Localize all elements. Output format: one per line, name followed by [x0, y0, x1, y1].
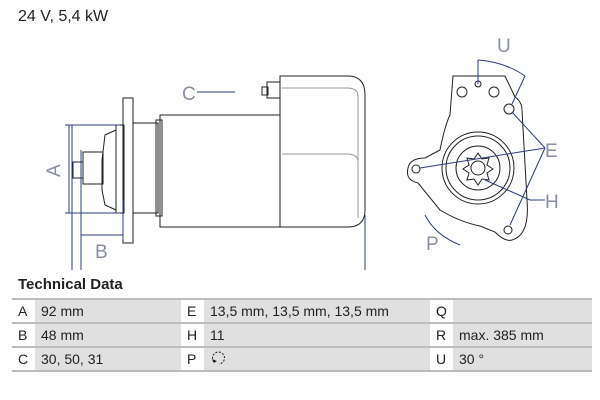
spec-value: max. 385 mm	[453, 322, 592, 348]
starter-motor-drawing: A B C R U E H P	[44, 36, 559, 270]
spec-value: 13,5 mm, 13,5 mm, 13,5 mm	[204, 298, 430, 324]
spec-key: H	[181, 322, 204, 348]
spec-key: P	[181, 346, 204, 372]
spec-key: B	[12, 322, 35, 348]
label-c: C	[182, 84, 196, 105]
label-r: R	[211, 269, 225, 270]
label-e: E	[545, 141, 558, 162]
spec-value: 11	[204, 322, 430, 348]
label-a: A	[44, 164, 65, 177]
technical-data-heading: Technical Data	[18, 276, 123, 293]
front-view	[407, 75, 528, 241]
spec-value: 48 mm	[35, 322, 181, 348]
rotation-counterclockwise-icon	[212, 351, 225, 364]
label-b: B	[95, 242, 108, 263]
spec-key: U	[430, 346, 453, 372]
spec-key: Q	[430, 298, 453, 324]
label-h: H	[545, 192, 559, 213]
spec-value: 92 mm	[35, 298, 181, 324]
dimension-lines	[65, 91, 366, 270]
spec-value: 30 °	[453, 346, 592, 372]
spec-value: 30, 50, 31	[35, 346, 181, 372]
spec-key: A	[12, 298, 35, 324]
spec-key: C	[12, 346, 35, 372]
spec-value	[453, 298, 592, 324]
spec-key: E	[181, 298, 204, 324]
front-dimension-lines	[419, 59, 546, 246]
label-p: P	[426, 234, 439, 255]
spec-value	[204, 346, 430, 372]
label-u: U	[497, 36, 511, 57]
product-title: 24 V, 5,4 kW	[18, 8, 109, 25]
spec-key: R	[430, 322, 453, 348]
side-view	[72, 75, 366, 244]
